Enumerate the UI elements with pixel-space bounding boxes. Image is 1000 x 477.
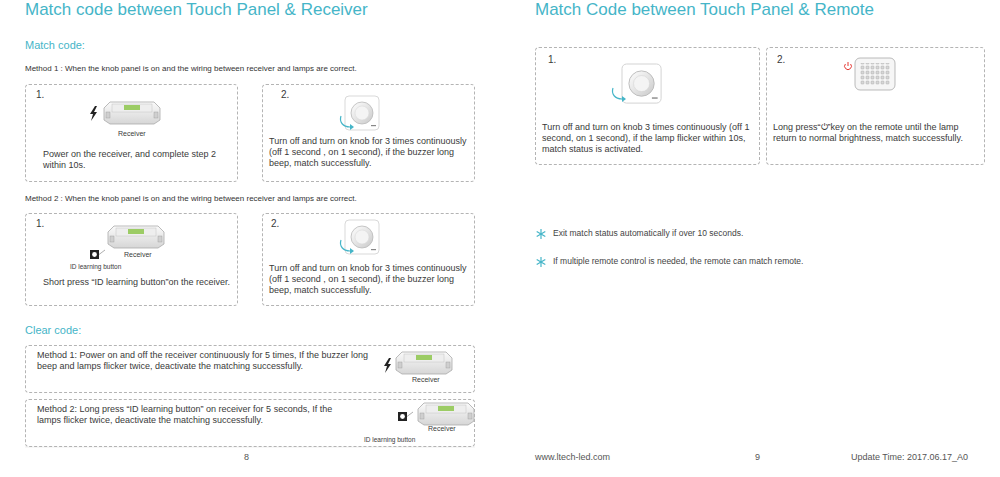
step-number: 1. xyxy=(36,218,44,230)
note-text: Exit match status automatically if over … xyxy=(553,228,743,238)
device-caption: Receiver xyxy=(412,376,440,384)
clear-method-box: Method 2: Long press “ID learning button… xyxy=(25,399,475,447)
receiver-device xyxy=(108,226,164,248)
method-text: Method 2: Long press “ID learning button… xyxy=(37,404,357,426)
remote-control xyxy=(845,58,895,90)
receiver-device xyxy=(396,352,452,374)
note-asterisk xyxy=(537,257,546,267)
device-caption: Receiver xyxy=(428,425,456,433)
page-title: Match code between Touch Panel & Receive… xyxy=(25,0,368,20)
step-box: 2. Turn off and turn on knob for 3 times … xyxy=(262,213,475,306)
step-box: 2. Long press“⏻”key on the remote until t… xyxy=(766,47,985,165)
page-number: 9 xyxy=(755,452,760,463)
step-number: 2. xyxy=(271,218,279,230)
power-icon xyxy=(845,62,852,70)
power-bolt xyxy=(90,106,97,121)
method-text: Method 1: Power on and off the receiver … xyxy=(37,350,377,372)
step-number: 2. xyxy=(281,89,289,101)
device-caption: Receiver xyxy=(118,130,146,138)
step-text: Short press “ID learning button”on the r… xyxy=(43,277,233,288)
knob-panel xyxy=(622,64,661,103)
button-caption: ID learning button xyxy=(70,263,121,271)
turn-arrow xyxy=(340,116,354,130)
device-caption: Receiver xyxy=(124,251,152,259)
receiver-device xyxy=(418,403,474,425)
page-title: Match Code between Touch Panel & Remote xyxy=(535,0,874,20)
page-number: 8 xyxy=(244,452,249,463)
clear-method-box: Method 1: Power on and off the receiver … xyxy=(25,345,475,393)
step-box: 1. ReceiverPower on the receiver, and com… xyxy=(25,84,238,182)
note-text: If multiple remote control is needed, th… xyxy=(553,256,803,266)
section-heading: Match code: xyxy=(25,39,85,52)
note-asterisk xyxy=(537,229,546,239)
step-text: Turn off and turn on knob for 3 times co… xyxy=(269,136,471,168)
turn-arrow xyxy=(612,88,626,102)
step-number: 1. xyxy=(36,89,44,101)
id-learning-button xyxy=(398,412,413,421)
power-bolt xyxy=(384,358,391,373)
step-number: 1. xyxy=(548,54,556,66)
website: www.ltech-led.com xyxy=(535,452,610,463)
step-text: Turn off and turn on knob for 3 times co… xyxy=(269,263,471,295)
step-number: 2. xyxy=(777,54,785,66)
step-text: Long press“⏻”key on the remote until the… xyxy=(773,122,981,144)
section-heading: Clear code: xyxy=(25,324,81,337)
update-time: Update Time: 2017.06.17_A0 xyxy=(851,452,968,463)
step-box: 2. Turn off and turn on knob for 3 times … xyxy=(262,84,475,182)
step-text: Turn off and turn on knob 3 times contin… xyxy=(542,122,756,154)
method-condition: Method 1 : When the knob panel is on and… xyxy=(25,64,357,74)
receiver-device xyxy=(104,102,160,124)
step-box: 1. Turn off and turn on knob 3 times cont… xyxy=(535,47,760,165)
turn-arrow xyxy=(340,240,354,254)
step-box: 1. ReceiverID learning buttonShort press … xyxy=(25,213,238,306)
method-condition: Method 2 : When the knob panel is on and… xyxy=(25,194,357,204)
button-caption: ID learning button xyxy=(364,436,415,444)
step-text: Power on the receiver, and complete step… xyxy=(43,149,233,171)
id-learning-button xyxy=(90,250,105,259)
